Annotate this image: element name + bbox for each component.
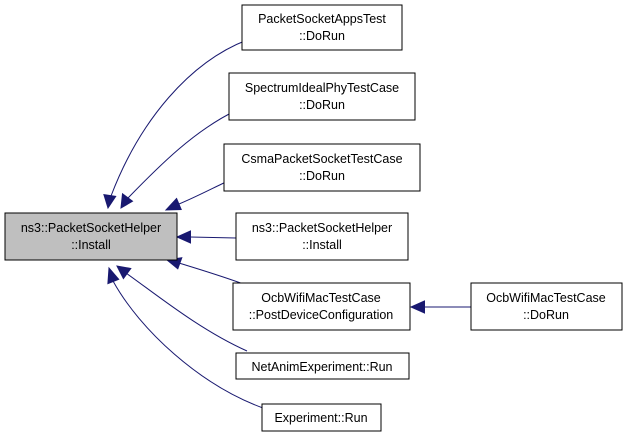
node-packet-socket-apps-test[interactable]: PacketSocketAppsTest ::DoRun [241,4,403,51]
edge-ocb-dorun-to-post-device-config [409,300,471,314]
node-label-1: OcbWifiMacTestCase [261,291,381,305]
edge-post-device-config-to-install [165,257,247,286]
node-root-box [4,212,178,261]
node-label-2: ::DoRun [299,169,345,183]
node-box [235,212,409,261]
edge-csma-test-to-install [164,180,229,211]
edge-experiment-to-install [107,266,264,409]
node-box [235,352,410,380]
node-box [228,72,416,121]
node-label-1: NetAnimExperiment::Run [251,360,392,374]
node-csma-packet-socket-test-case[interactable]: CsmaPacketSocketTestCase ::DoRun [223,143,421,192]
node-label-2: ::DoRun [523,308,569,322]
node-label-2: ::DoRun [299,98,345,112]
node-box [261,403,382,432]
node-root-label-2: ::Install [71,238,111,252]
node-box [223,143,421,192]
node-netanim-experiment-run[interactable]: NetAnimExperiment::Run [235,352,410,380]
node-label-1: Experiment::Run [274,411,367,425]
node-label-2: ::PostDeviceConfiguration [249,308,394,322]
node-label-1: SpectrumIdealPhyTestCase [245,81,399,95]
node-packet-socket-helper-install[interactable]: ns3::PacketSocketHelper ::Install [235,212,409,261]
node-label-2: ::DoRun [299,29,345,43]
edge-helper-install-to-install [175,230,237,244]
edge-netanim-to-install [116,265,248,352]
node-box [232,282,411,331]
node-ocb-wifi-mac-dorun[interactable]: OcbWifiMacTestCase ::DoRun [470,282,623,331]
node-root-label-1: ns3::PacketSocketHelper [21,221,161,235]
node-label-1: ns3::PacketSocketHelper [252,221,392,235]
node-box [241,4,403,51]
node-root-install: ns3::PacketSocketHelper ::Install [4,212,178,261]
node-label-1: OcbWifiMacTestCase [486,291,606,305]
node-ocb-wifi-mac-post-device-config[interactable]: OcbWifiMacTestCase ::PostDeviceConfigura… [232,282,411,331]
node-experiment-run[interactable]: Experiment::Run [261,403,382,432]
node-spectrum-ideal-phy-test-case[interactable]: SpectrumIdealPhyTestCase ::DoRun [228,72,416,121]
edge-apps-test-to-install [103,39,248,210]
node-label-2: ::Install [302,238,342,252]
edge-spectrum-test-to-install [120,109,238,209]
node-box [470,282,623,331]
node-label-1: PacketSocketAppsTest [258,12,386,26]
node-label-1: CsmaPacketSocketTestCase [241,152,402,166]
